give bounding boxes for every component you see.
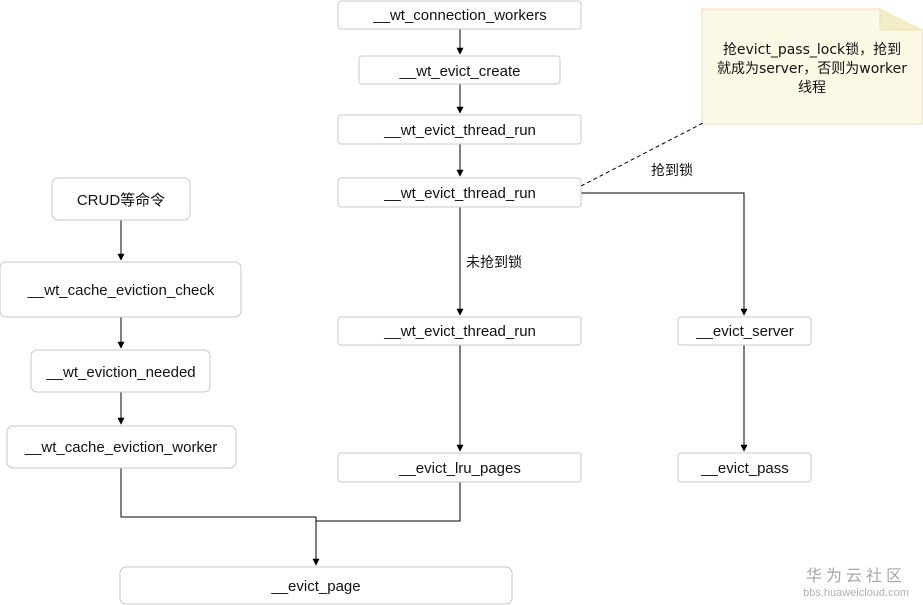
svg-text:__wt_evict_create: __wt_evict_create [399, 63, 521, 80]
svg-text:__wt_evict_thread_run: __wt_evict_thread_run [383, 185, 536, 202]
node-wt-evict-thread-run-3: __wt_evict_thread_run [337, 316, 582, 346]
note-line-3: 线程 [798, 80, 826, 96]
node-wt-cache-eviction-check: __wt_cache_eviction_check [0, 261, 242, 318]
svg-text:__wt_evict_thread_run: __wt_evict_thread_run [383, 122, 536, 139]
svg-text:__evict_page: __evict_page [270, 578, 360, 595]
node-wt-evict-create: __wt_evict_create [358, 55, 561, 85]
node-evict-server: __evict_server [677, 316, 812, 346]
edge-label-lock-acquired: 抢到锁 [651, 162, 693, 178]
node-wt-evict-thread-run-2: __wt_evict_thread_run [337, 177, 582, 208]
svg-text:CRUD等命令: CRUD等命令 [77, 191, 165, 209]
note-connector [580, 122, 704, 187]
svg-text:__wt_cache_eviction_check: __wt_cache_eviction_check [27, 282, 215, 299]
node-wt-evict-thread-run-1: __wt_evict_thread_run [337, 114, 582, 145]
svg-text:__wt_connection_workers: __wt_connection_workers [372, 7, 546, 24]
node-evict-pass: __evict_pass [677, 452, 812, 483]
edge-lru-pages-to-evict-page [316, 481, 461, 522]
svg-text:__wt_eviction_needed: __wt_eviction_needed [45, 364, 195, 381]
node-wt-eviction-needed: __wt_eviction_needed [30, 349, 211, 393]
node-evict-lru-pages: __evict_lru_pages [337, 452, 582, 483]
edge-locked [581, 192, 748, 316]
svg-text:__wt_cache_eviction_worker: __wt_cache_eviction_worker [24, 439, 218, 456]
note-line-2: 就成为server，否则为worker [717, 61, 907, 77]
edge-label-lock-not-acquired: 未抢到锁 [466, 254, 522, 270]
node-wt-connection-workers: __wt_connection_workers [337, 0, 582, 30]
watermark-title: 华为云社区 [806, 566, 906, 585]
node-evict-page: __evict_page [119, 566, 513, 605]
svg-text:__evict_lru_pages: __evict_lru_pages [398, 460, 521, 477]
svg-text:__evict_server: __evict_server [695, 323, 794, 340]
watermark-url: bbs.huaweicloud.com [803, 587, 909, 599]
svg-text:__wt_evict_thread_run: __wt_evict_thread_run [383, 323, 536, 340]
annotation-note: 抢evict_pass_lock锁，抢到 就成为server，否则为worker… [701, 8, 923, 125]
svg-text:__evict_pass: __evict_pass [700, 460, 789, 477]
edge-worker-to-evict-page [120, 467, 320, 566]
watermark: 华为云社区 bbs.huaweicloud.com [803, 566, 909, 599]
node-wt-cache-eviction-worker: __wt_cache_eviction_worker [6, 425, 237, 469]
node-crud-commands: CRUD等命令 [51, 177, 191, 221]
note-line-1: 抢evict_pass_lock锁，抢到 [723, 41, 901, 58]
